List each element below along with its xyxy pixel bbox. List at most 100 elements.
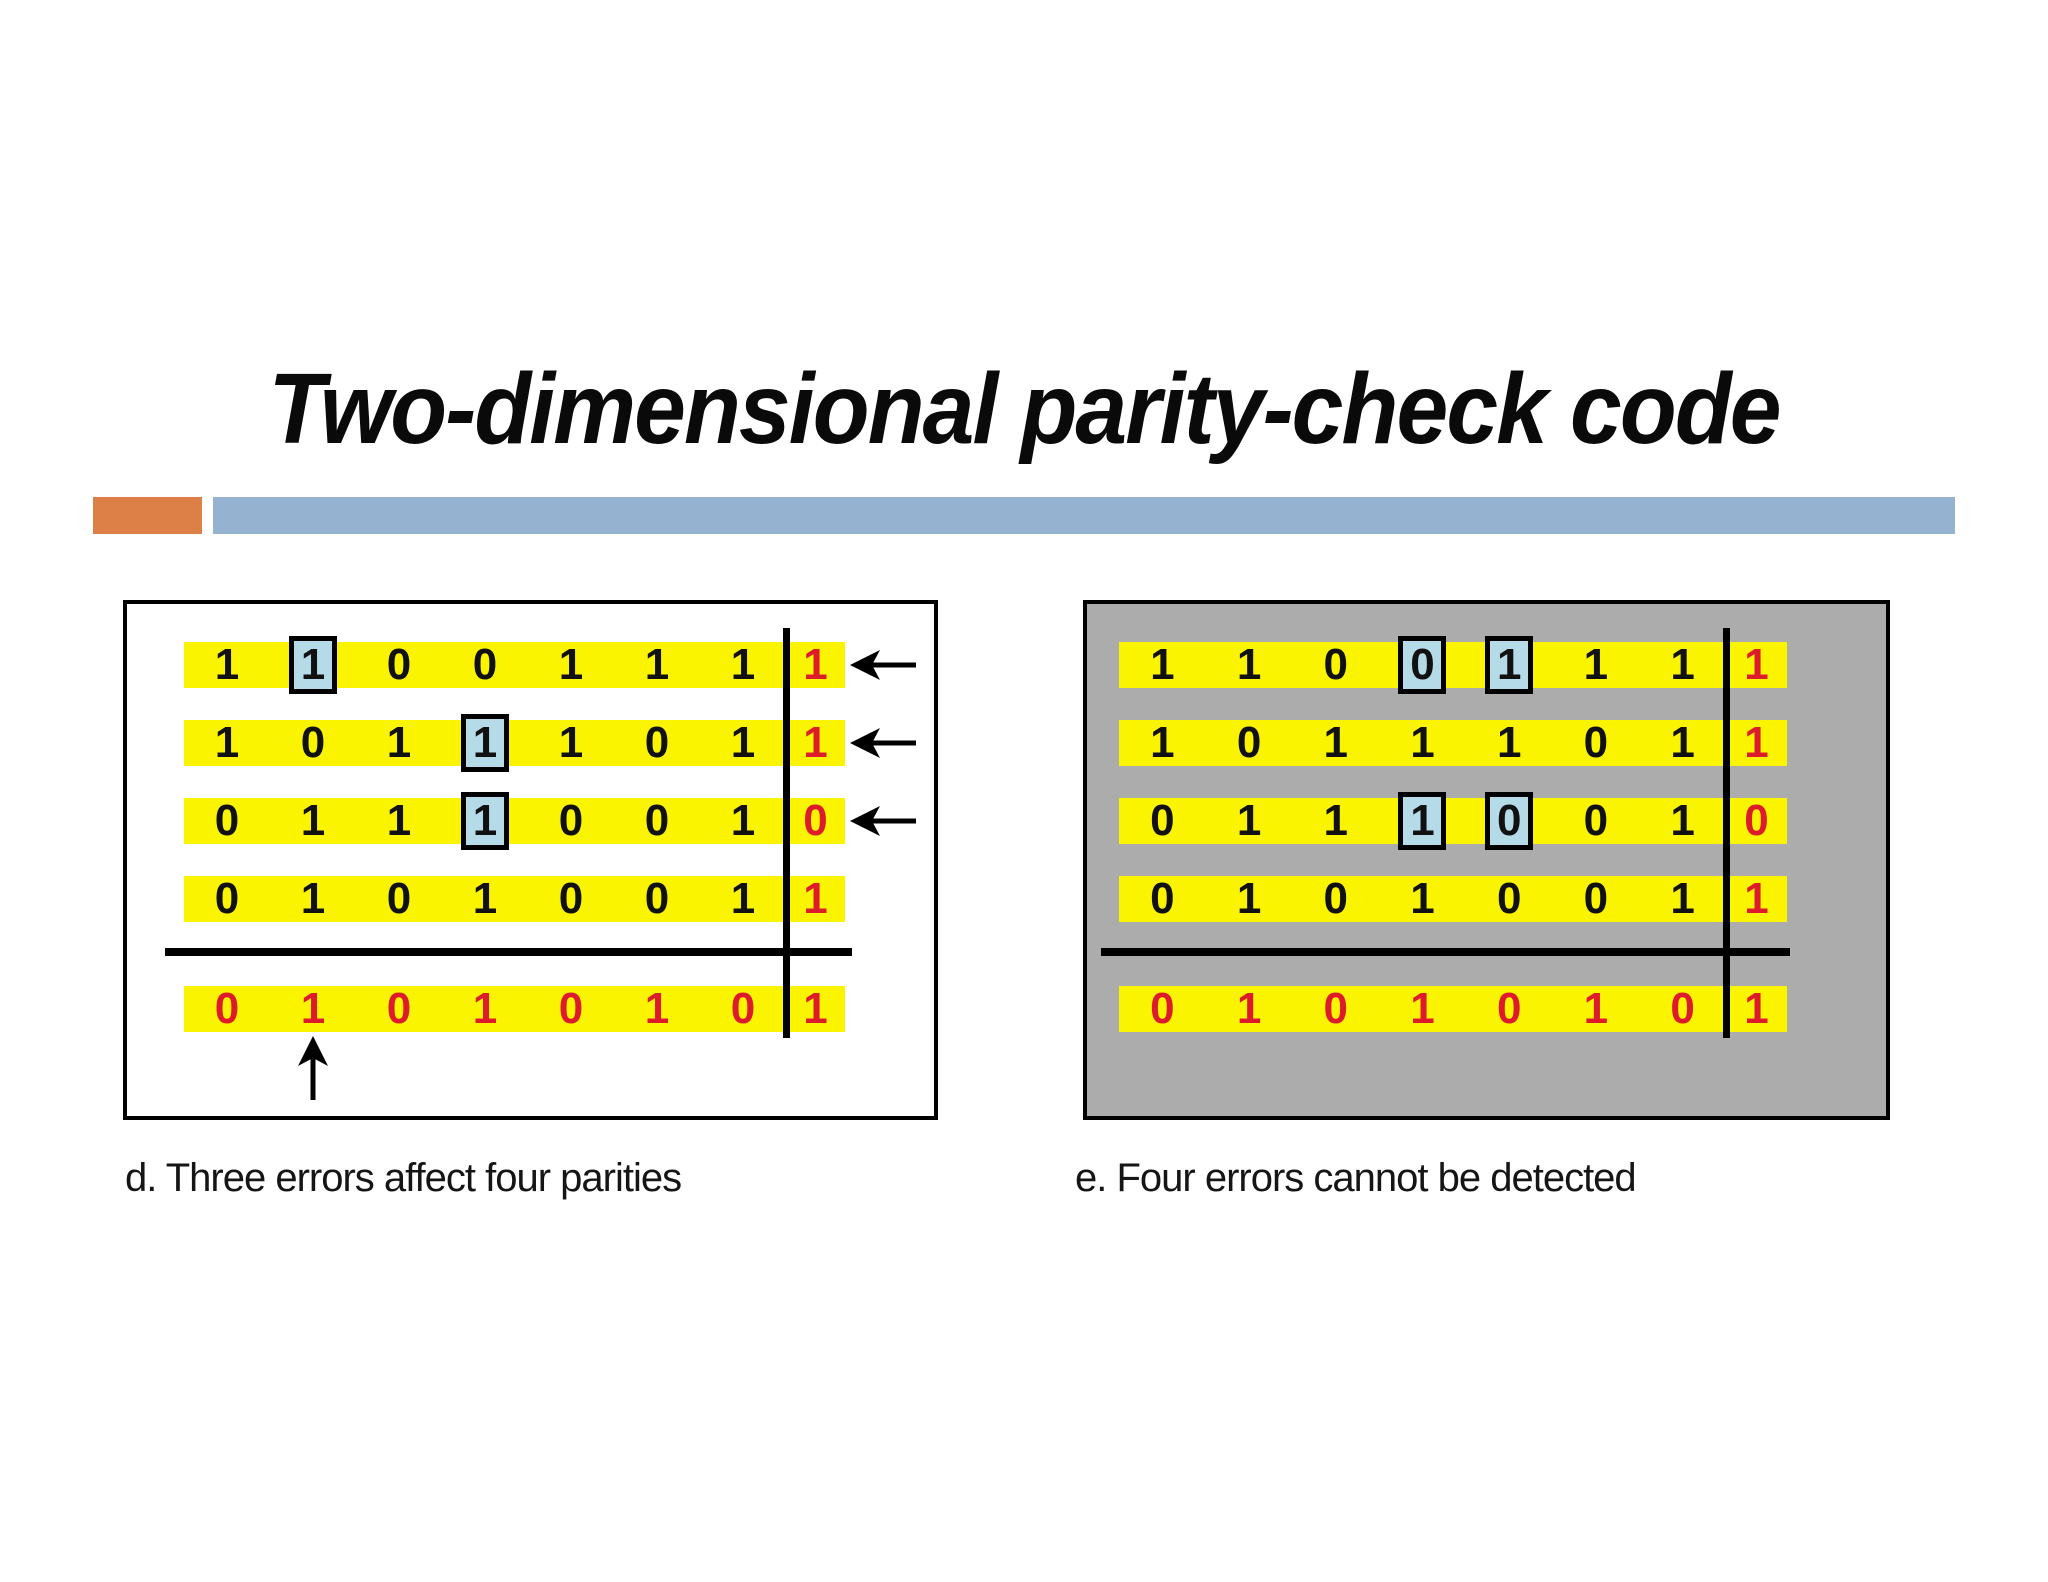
- bit-digit: 1: [1670, 640, 1695, 689]
- bit-cell: 1: [356, 720, 442, 766]
- error-highlight-box: 0: [1485, 792, 1534, 850]
- bit-digit: 1: [1496, 718, 1522, 767]
- bit-cell: 0: [184, 876, 270, 922]
- column-parity-arrow-icon: [295, 1036, 331, 1100]
- bit-cell: 1: [1206, 876, 1293, 922]
- bit-cell: 1: [700, 876, 786, 922]
- caption-d: d. Three errors affect four parities: [125, 1156, 682, 1200]
- parity-cell: 0: [786, 798, 845, 844]
- bit-cell: 0: [1466, 792, 1553, 850]
- bit-digit: 0: [214, 796, 240, 845]
- column-parity-digit: 1: [472, 984, 498, 1033]
- bit-cell: 0: [1119, 798, 1206, 844]
- bit-digit: 0: [1496, 796, 1522, 845]
- bit-cell: 0: [1119, 876, 1206, 922]
- bit-cell: 1: [442, 876, 528, 922]
- bit-cell: 0: [528, 986, 614, 1032]
- bit-cell: 1: [700, 798, 786, 844]
- bit-digit: 1: [300, 796, 326, 845]
- bit-digit: 0: [300, 718, 326, 767]
- bit-digit: 1: [1323, 718, 1349, 767]
- bit-cell: 1: [270, 798, 356, 844]
- parity-cell: 1: [786, 642, 845, 688]
- bit-cell: 0: [1379, 636, 1466, 694]
- bit-cell: 1: [1206, 986, 1293, 1032]
- bit-cell: 1: [1466, 636, 1553, 694]
- bit-cell: 1: [1639, 720, 1726, 766]
- bit-cell: 1: [1379, 720, 1466, 766]
- bit-digit: 0: [1323, 640, 1349, 689]
- bit-cell: 0: [614, 798, 700, 844]
- bit-cell: 1: [1639, 642, 1726, 688]
- row-parity-digit: 1: [1744, 718, 1769, 767]
- bit-digit: 1: [472, 718, 498, 767]
- bit-digit: 0: [558, 796, 584, 845]
- column-parity-digit: 0: [1323, 984, 1349, 1033]
- bit-cell: 0: [700, 986, 786, 1032]
- bit-digit: 0: [214, 874, 240, 923]
- bit-cell: 1: [1379, 986, 1466, 1032]
- bit-digit: 1: [1670, 874, 1695, 923]
- column-parity-digit: 0: [214, 984, 240, 1033]
- bit-digit: 1: [1323, 796, 1349, 845]
- bit-cell: 1: [1379, 876, 1466, 922]
- bit-digit: 1: [1410, 796, 1435, 845]
- row-parity-arrow-icon: [850, 725, 916, 761]
- row-parity-digit: 1: [1744, 640, 1769, 689]
- bit-digit: 1: [1670, 718, 1695, 767]
- column-parity-digit: 1: [1236, 984, 1262, 1033]
- bit-cell: 1: [442, 792, 528, 850]
- bit-cell: 1: [614, 642, 700, 688]
- bit-cell: 0: [270, 720, 356, 766]
- bit-digit: 0: [386, 874, 412, 923]
- bit-cell: 1: [442, 714, 528, 772]
- bit-cell: 0: [1466, 986, 1553, 1032]
- bit-cell: 1: [184, 720, 270, 766]
- horizontal-separator-line: [165, 948, 852, 956]
- bit-digit: 1: [300, 640, 326, 689]
- bit-cell: 0: [528, 876, 614, 922]
- row-parity-digit: 0: [1744, 796, 1769, 845]
- bit-digit: 1: [558, 718, 584, 767]
- bit-digit: 0: [1496, 874, 1522, 923]
- bit-cell: 1: [1206, 798, 1293, 844]
- row-parity-digit: 1: [803, 640, 828, 689]
- parity-cell: 1: [786, 720, 845, 766]
- error-highlight-box: 1: [1398, 792, 1447, 850]
- bit-digit: 1: [730, 640, 756, 689]
- bit-digit: 1: [1150, 718, 1175, 767]
- bit-cell: 1: [528, 642, 614, 688]
- bit-cell: 0: [614, 720, 700, 766]
- bit-digit: 0: [1323, 874, 1349, 923]
- vertical-separator-line: [782, 628, 790, 1038]
- bit-cell: 1: [1466, 720, 1553, 766]
- parity-cell: 1: [1726, 642, 1787, 688]
- bit-cell: 0: [1553, 876, 1640, 922]
- bit-cell: 0: [1119, 986, 1206, 1032]
- column-parity-digit: 0: [1670, 984, 1695, 1033]
- bit-cell: 0: [356, 642, 442, 688]
- error-highlight-box: 1: [461, 792, 509, 850]
- bit-cell: 0: [1639, 986, 1726, 1032]
- column-parity-digit: 0: [386, 984, 412, 1033]
- column-parity-digit: 1: [300, 984, 326, 1033]
- bit-digit: 0: [1583, 874, 1609, 923]
- bit-cell: 0: [1553, 720, 1640, 766]
- bit-cell: 0: [1292, 876, 1379, 922]
- row-parity-digit: 1: [803, 984, 828, 1033]
- bit-cell: 1: [1639, 876, 1726, 922]
- bit-cell: 1: [184, 642, 270, 688]
- page-title: Two-dimensional parity-check code: [268, 353, 1781, 465]
- bit-cell: 1: [1553, 642, 1640, 688]
- bit-cell: 1: [1206, 642, 1293, 688]
- bit-digit: 0: [644, 718, 670, 767]
